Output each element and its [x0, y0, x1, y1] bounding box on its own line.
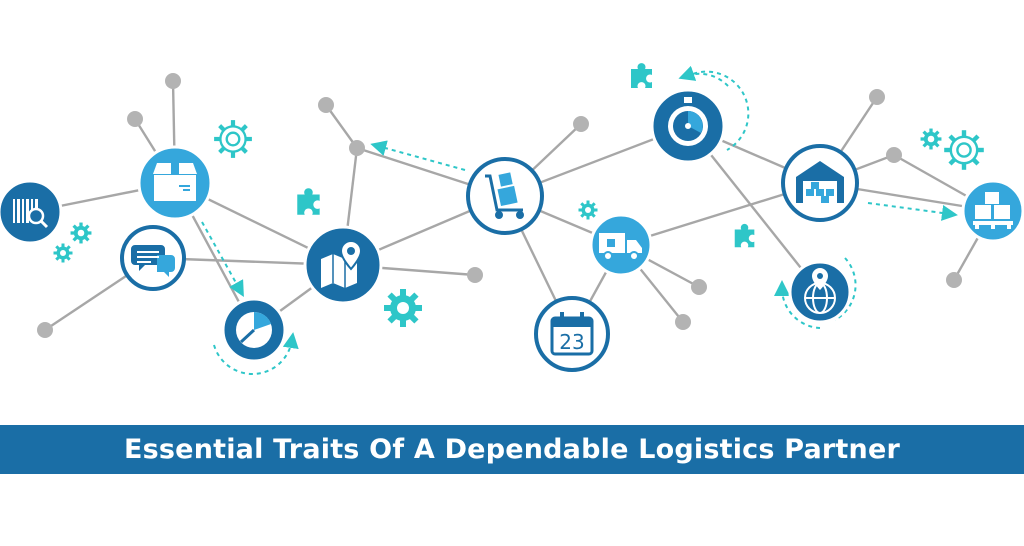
- gear-icon: [920, 128, 942, 150]
- connector-dots: [37, 73, 962, 338]
- stopwatch-icon: [650, 88, 726, 164]
- banner-title: Essential Traits Of A Dependable Logisti…: [124, 434, 900, 465]
- dashed-arrows: [201, 65, 958, 375]
- calendar-day: 23: [559, 330, 584, 354]
- chat-bubbles-icon: [120, 225, 186, 291]
- gear-icon: [70, 222, 92, 244]
- gear-icon: [384, 289, 422, 327]
- pie-chart-icon: [221, 297, 287, 363]
- package-box-icon: [137, 145, 213, 221]
- map-pin-icon: [303, 225, 383, 305]
- gear-icon: [53, 243, 73, 263]
- puzzle-piece-icon: [631, 63, 652, 88]
- title-banner: Essential Traits Of A Dependable Logisti…: [0, 425, 1024, 474]
- barcode-scan-icon: [0, 179, 63, 245]
- gear-icon: [578, 200, 598, 220]
- calendar-icon: 23: [534, 296, 610, 372]
- gear-icon: [214, 120, 252, 158]
- puzzle-piece-icon: [734, 223, 755, 248]
- gear-icon: [944, 130, 984, 170]
- pallet-boxes-icon: [961, 179, 1024, 243]
- puzzle-piece-icon: [297, 188, 320, 215]
- warehouse-icon: [781, 144, 859, 222]
- delivery-truck-icon: [589, 213, 653, 277]
- hand-truck-icon: [466, 157, 544, 235]
- globe-pin-icon: [788, 260, 852, 324]
- network-diagram: 23: [0, 63, 1024, 375]
